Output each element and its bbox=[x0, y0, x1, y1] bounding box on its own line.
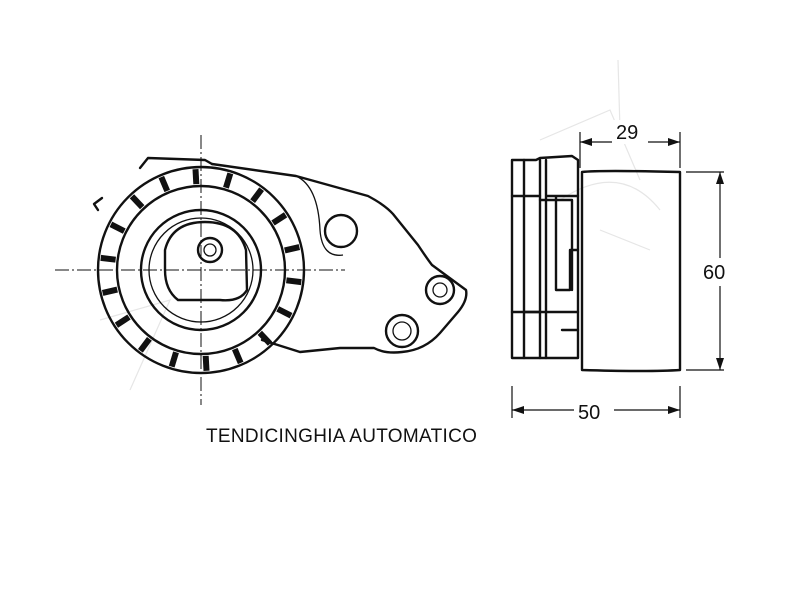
dimension-29: 29 bbox=[616, 122, 638, 144]
pulley-tooth bbox=[271, 212, 288, 226]
pulley-tooth bbox=[276, 306, 293, 319]
pulley-tooth bbox=[129, 194, 145, 210]
arm-hole-right bbox=[424, 274, 456, 306]
pulley-tooth bbox=[284, 244, 301, 254]
pulley-tooth bbox=[101, 286, 118, 296]
pulley-tooth bbox=[250, 187, 265, 204]
pulley-hub bbox=[139, 208, 263, 332]
side-view bbox=[510, 154, 682, 373]
pulley-outer bbox=[96, 165, 306, 375]
arm-hole-upper bbox=[323, 213, 359, 249]
dimension-50: 50 bbox=[578, 402, 600, 424]
pulley-teeth bbox=[100, 168, 302, 372]
pulley-tooth bbox=[137, 336, 152, 353]
eccentric-cam bbox=[163, 220, 249, 302]
pulley-tooth bbox=[223, 172, 234, 189]
watermark bbox=[99, 59, 661, 391]
center-bolt bbox=[196, 236, 224, 264]
front-view bbox=[55, 135, 468, 405]
pulley-tooth bbox=[192, 168, 200, 185]
dimension-60: 60 bbox=[703, 262, 725, 284]
pulley-tooth bbox=[158, 175, 170, 193]
pulley-tooth bbox=[257, 330, 273, 346]
dimension-lines: 29 60 50 bbox=[511, 120, 740, 424]
pulley-tooth bbox=[202, 355, 210, 372]
pulley-tooth bbox=[109, 221, 126, 234]
pulley-tooth bbox=[232, 347, 244, 365]
pulley-tooth bbox=[168, 351, 179, 368]
tensioner-arm bbox=[210, 162, 468, 354]
pulley-tooth bbox=[114, 314, 131, 328]
arm-hole-lower bbox=[384, 313, 420, 349]
pulley-ring bbox=[115, 184, 287, 356]
pulley-tooth bbox=[286, 277, 302, 286]
drawing-caption: TENDICINGHIA AUTOMATICO bbox=[206, 426, 478, 447]
side-pulley bbox=[580, 169, 682, 373]
pulley-tooth bbox=[100, 254, 116, 263]
